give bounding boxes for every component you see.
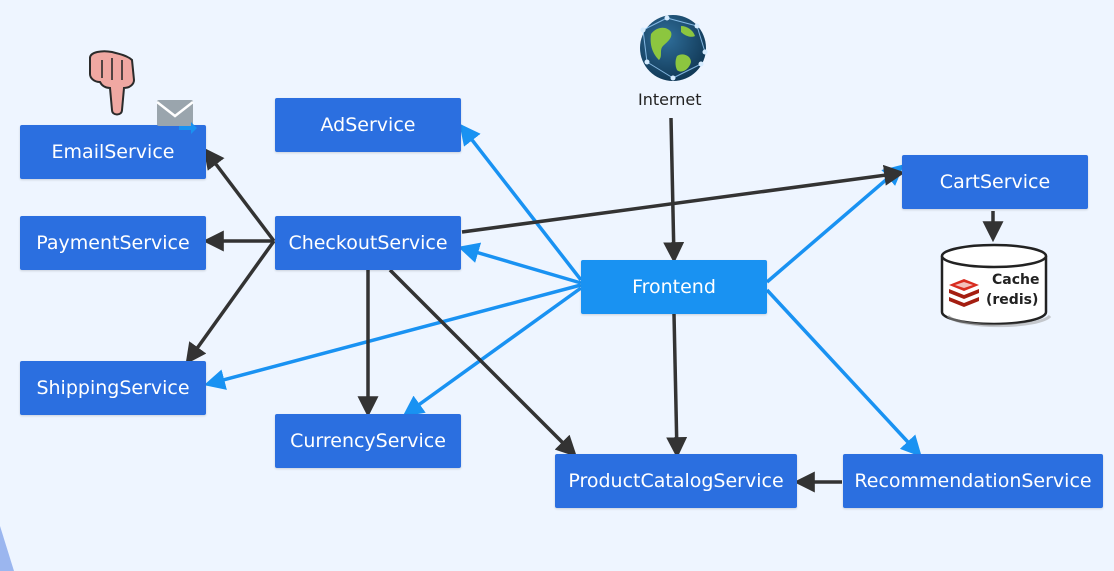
- edge-frontend-to-checkoutservice: [457, 242, 582, 285]
- shippingservice-node: ShippingService: [20, 361, 206, 415]
- cache-cylinder: [940, 243, 1052, 328]
- redis-icon: [949, 279, 979, 307]
- edge-frontend-to-currencyservice: [402, 286, 583, 417]
- edge-frontend-to-adservice: [459, 123, 583, 282]
- frontend-node: Frontend: [581, 260, 767, 314]
- corner-accent-shape: [0, 526, 14, 571]
- currencyservice-node: CurrencyService: [275, 414, 461, 468]
- edge-checkout-to-productcatalogservice: [388, 268, 577, 457]
- recommendationservice-node: RecommendationService: [843, 454, 1103, 508]
- envelope-icon: [156, 100, 197, 134]
- edge-frontend-to-shippingservice: [203, 283, 582, 390]
- productcatalogservice-node: ProductCatalogService: [555, 454, 797, 508]
- edge-frontend-to-recommendationservice: [765, 288, 922, 458]
- cache-label-line1: Cache: [992, 272, 1040, 288]
- paymentservice-node: PaymentService: [20, 216, 206, 270]
- cache-label-line2: (redis): [986, 292, 1039, 308]
- globe-icon: [640, 15, 708, 81]
- checkoutservice-node: CheckoutService: [275, 216, 461, 270]
- edge-checkout-to-emailservice: [203, 147, 276, 243]
- edge-internet-to-frontend: [663, 117, 685, 264]
- edge-checkout-to-shippingservice: [185, 239, 276, 365]
- edge-frontend-to-cartservice: [765, 164, 905, 284]
- pointing-hand-icon: [89, 50, 136, 116]
- edge-checkout-to-cartservice: [461, 164, 906, 234]
- internet-label: Internet: [638, 90, 702, 109]
- emailservice-node: EmailService: [20, 125, 206, 179]
- adservice-node: AdService: [275, 98, 461, 152]
- edge-frontend-to-productcatalogservice: [666, 313, 688, 459]
- cartservice-node: CartService: [902, 155, 1088, 209]
